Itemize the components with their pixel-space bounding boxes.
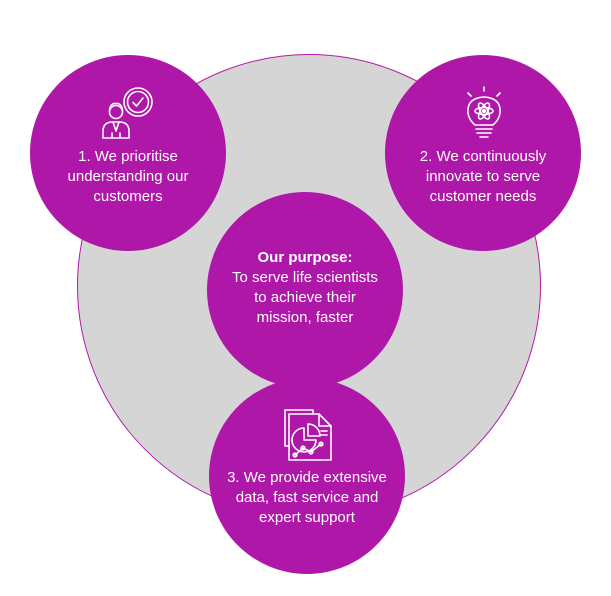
- customer-service-clock-icon: [100, 85, 158, 141]
- lightbulb-atom-icon: [462, 85, 506, 141]
- innovate-label: 2. We continuously innovate to serve cus…: [419, 148, 547, 205]
- data-circle: 3. We provide extensive data, fast servi…: [209, 378, 405, 574]
- data-label: 3. We provide extensive data, fast servi…: [227, 469, 387, 526]
- purpose-title: Our purpose:: [257, 249, 353, 266]
- data-report-chart-icon: [279, 406, 337, 464]
- innovate-circle: 2. We continuously innovate to serve cus…: [385, 55, 581, 251]
- purpose-text: Our purpose: To serve life scientists to …: [217, 228, 393, 328]
- customers-label: 1. We prioritise understanding our custo…: [67, 148, 189, 205]
- purpose-label: To serve life scientists to achieve thei…: [232, 269, 378, 326]
- purpose-circle: Our purpose: To serve life scientists to …: [207, 192, 403, 388]
- customers-circle: 1. We prioritise understanding our custo…: [30, 55, 226, 251]
